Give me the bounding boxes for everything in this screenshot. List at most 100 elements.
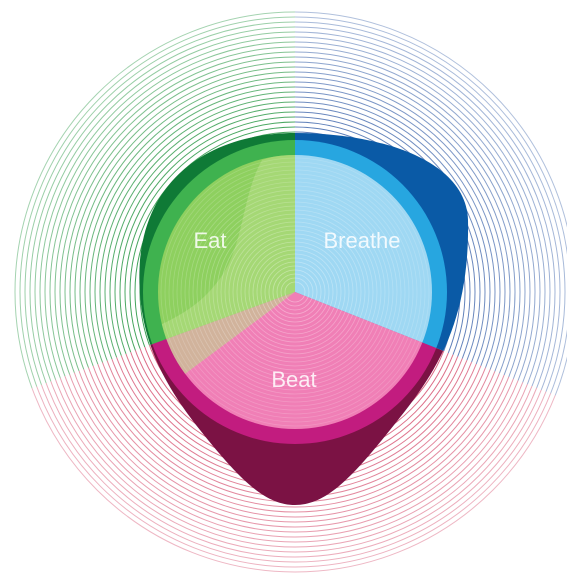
inner-rings-ring-5: [264, 261, 326, 323]
inner-rings-ring-0: [284, 281, 306, 303]
rings-breathe-ring-23: [295, 26, 561, 400]
rings-eat-ring-16: [64, 61, 295, 400]
rings-breathe-ring-8: [295, 101, 486, 400]
rings-eat-ring-20: [44, 41, 295, 400]
rings-breathe-ring-18: [295, 51, 536, 400]
rings-eat-ring-12: [84, 81, 295, 400]
rings-beat-ring-18: [54, 292, 536, 533]
inner-rings-ring-21: [200, 197, 390, 387]
rings-breathe-ring-6: [295, 111, 476, 400]
rings-eat-ring-23: [29, 26, 295, 400]
rings-beat-ring-23: [29, 292, 561, 558]
rings-eat-ring-15: [69, 66, 295, 400]
rings-breathe-ring-10: [295, 91, 496, 400]
label-eat: Eat: [193, 228, 226, 253]
rings-eat-ring-8: [104, 101, 295, 400]
inner-rings-ring-4: [268, 265, 322, 319]
rings-beat-ring-17: [59, 292, 531, 528]
inner-rings: [160, 157, 430, 427]
rings-eat-ring-5: [119, 116, 295, 400]
inner-rings-ring-20: [204, 201, 386, 383]
eat-swoosh: [158, 155, 295, 400]
rings-breathe-ring-12: [295, 81, 506, 400]
rings-breathe-ring-4: [295, 121, 466, 400]
inner-disc-beat: [158, 292, 432, 429]
rings-breathe-ring-16: [295, 61, 526, 400]
inner-rings-ring-30: [164, 161, 426, 423]
rings-eat-ring-10: [94, 91, 295, 400]
inner-rings-ring-25: [184, 181, 406, 403]
eat-rings: [14, 11, 295, 400]
rings-beat-ring-26: [14, 292, 567, 573]
inner-rings-ring-6: [260, 257, 330, 327]
inner-rings-ring-19: [208, 205, 382, 379]
inner-rings-ring-28: [172, 169, 418, 415]
rings-breathe-ring-11: [295, 86, 501, 400]
inner-rings-ring-13: [232, 229, 358, 355]
rings-breathe-ring-17: [295, 56, 531, 400]
rings-beat-ring-13: [79, 292, 511, 508]
rings-eat-ring-9: [99, 96, 295, 400]
inner-disc: [158, 155, 432, 429]
rings-eat-ring-6: [114, 111, 295, 400]
inner-rings-ring-2: [276, 273, 314, 311]
rings-eat-ring-11: [89, 86, 295, 400]
rings-eat-ring-26: [14, 11, 295, 400]
rings-eat-ring-19: [49, 46, 295, 400]
rings-beat-ring-19: [49, 292, 541, 538]
inner-rings-ring-15: [224, 221, 366, 363]
rings-eat-ring-7: [109, 106, 295, 400]
inner-rings-ring-18: [212, 209, 378, 375]
inner-rings-ring-17: [216, 213, 374, 371]
rings-eat-ring-14: [74, 71, 295, 400]
rings-eat-ring-13: [79, 76, 295, 400]
rings-breathe-ring-13: [295, 76, 511, 400]
inner-rings-ring-1: [280, 277, 310, 307]
rings-breathe-ring-5: [295, 116, 471, 400]
inner-rings-ring-11: [240, 237, 350, 347]
rings-breathe-ring-19: [295, 46, 541, 400]
rings-beat-ring-24: [24, 292, 566, 563]
inner-rings-ring-7: [256, 253, 334, 331]
inner-rings-ring-26: [180, 177, 410, 407]
rings-eat-ring-21: [39, 36, 295, 400]
rings-breathe-ring-22: [295, 31, 556, 400]
rings-beat-ring-15: [69, 292, 521, 518]
inner-rings-ring-27: [176, 173, 414, 411]
inner-rings-ring-16: [220, 217, 370, 367]
inner-rings-ring-29: [168, 165, 422, 419]
inner-rings-ring-23: [192, 189, 398, 395]
rings-eat-ring-2: [134, 131, 295, 400]
rings-eat-ring-22: [34, 31, 295, 400]
rings-breathe-ring-24: [295, 21, 566, 400]
inner-rings-ring-31: [160, 157, 430, 427]
inner-rings-ring-22: [196, 193, 394, 391]
rings-breathe-ring-9: [295, 96, 491, 400]
inner-rings-ring-24: [188, 185, 402, 399]
inner-rings-ring-8: [252, 249, 338, 335]
rings-breathe-ring-21: [295, 36, 551, 400]
inner-rings-ring-10: [244, 241, 346, 343]
rings-beat-ring-22: [34, 292, 556, 553]
rings-beat-ring-14: [74, 292, 516, 513]
rings-eat-ring-3: [129, 126, 295, 400]
rings-eat-ring-24: [24, 21, 295, 400]
label-breathe: Breathe: [323, 228, 400, 253]
rings-breathe-ring-14: [295, 71, 516, 400]
rings-eat-ring-4: [124, 121, 295, 400]
rings-breathe-ring-7: [295, 106, 481, 400]
inner-rings-ring-3: [272, 269, 318, 315]
rings-eat-ring-17: [59, 56, 295, 400]
rings-eat-ring-18: [54, 51, 295, 400]
inner-rings-ring-12: [236, 233, 354, 351]
rings-beat-ring-20: [44, 292, 546, 543]
rings-beat-ring-16: [64, 292, 526, 523]
inner-rings-ring-9: [248, 245, 342, 339]
rings-beat-ring-25: [19, 292, 567, 568]
rings-eat-ring-25: [19, 16, 295, 400]
rings-breathe-ring-20: [295, 41, 546, 400]
rings-breathe-ring-15: [295, 66, 521, 400]
rings-beat-ring-21: [39, 292, 551, 548]
label-beat: Beat: [271, 367, 316, 392]
